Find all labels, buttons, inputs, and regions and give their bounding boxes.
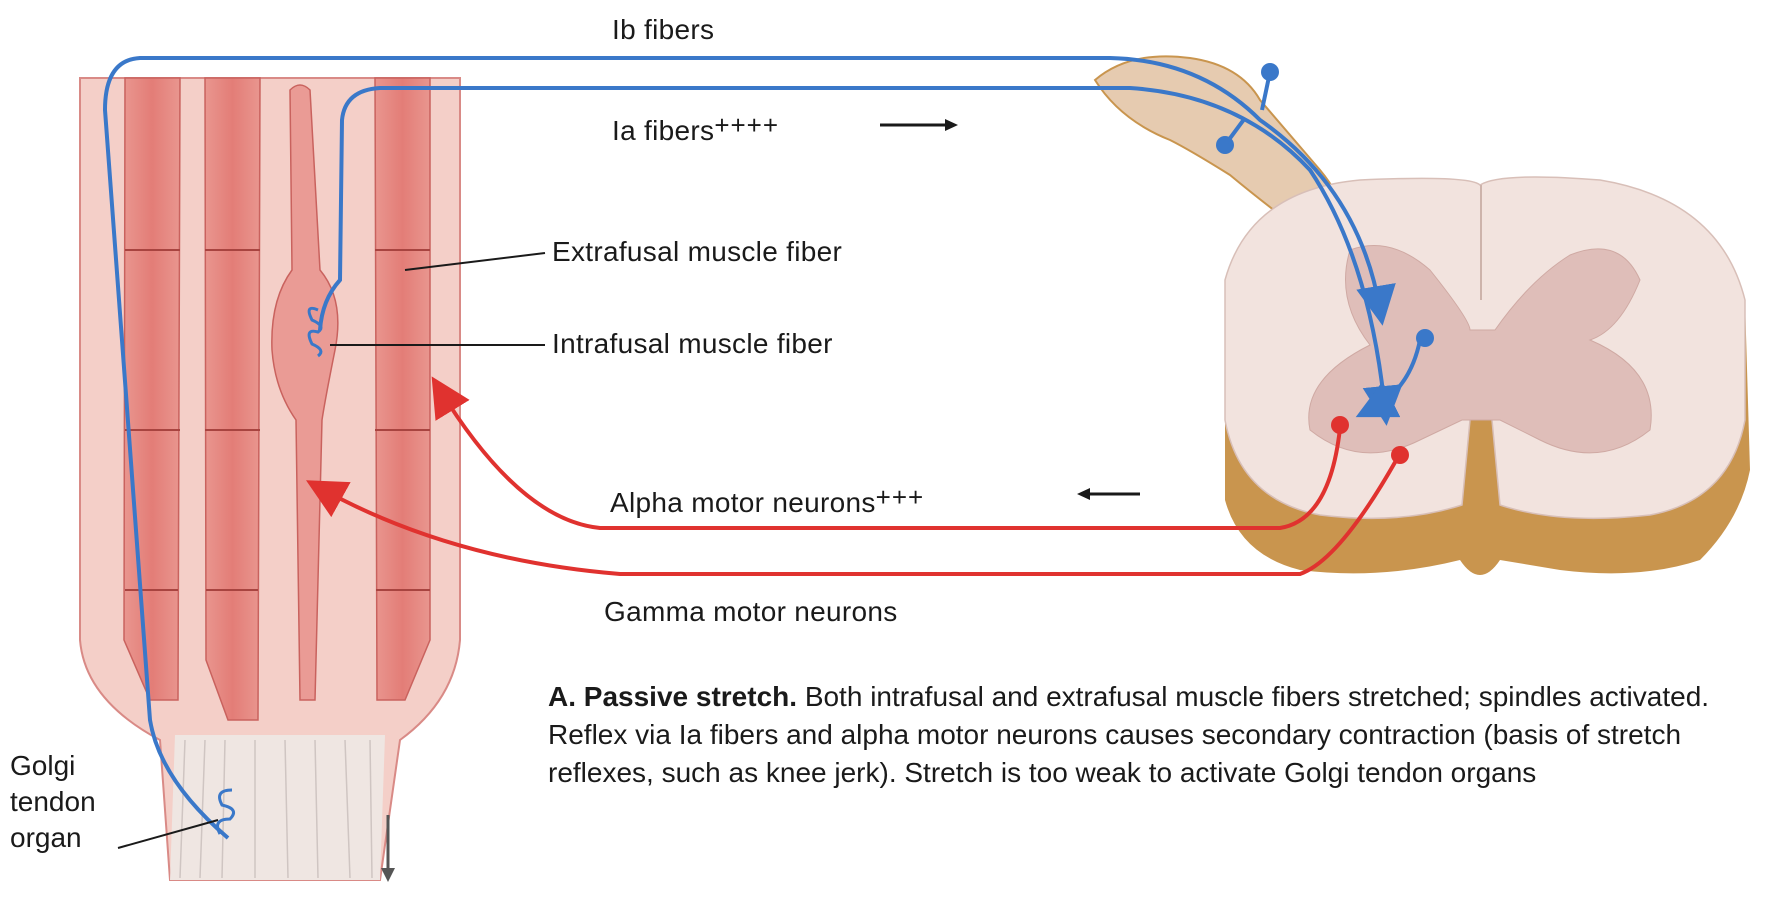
extrafusal-leader — [404, 252, 546, 271]
alpha-motor-neuron-path — [431, 376, 1342, 530]
golgi-label: Golgi tendon organ — [10, 748, 96, 856]
spindle-coil — [307, 306, 323, 358]
intrafusal-fiber — [271, 84, 339, 701]
alpha-marks: +++ — [875, 482, 925, 512]
golgi-line1: Golgi — [10, 750, 76, 781]
left-arrow-icon — [1077, 488, 1140, 500]
ia-collateral — [1355, 339, 1422, 418]
alpha-text: Alpha motor neurons — [610, 487, 876, 518]
right-arrow-icon — [880, 119, 958, 131]
ia-fiber-path — [318, 86, 1403, 426]
gamma-motor-neuron-path — [306, 456, 1400, 576]
golgi-line3: organ — [10, 822, 82, 853]
caption-heading: A. Passive stretch. — [548, 681, 798, 712]
golgi-line2: tendon — [10, 786, 96, 817]
ib-fibers-label: Ib fibers — [612, 14, 715, 45]
down-arrow-icon — [381, 815, 395, 882]
ia-fibers-label: Ia fibers++++ — [612, 112, 779, 145]
golgi-coil — [216, 788, 236, 835]
ia-marks: ++++ — [714, 110, 780, 140]
alpha-label: Alpha motor neurons+++ — [610, 484, 924, 517]
muscle — [79, 77, 461, 881]
gamma-label: Gamma motor neurons — [604, 596, 898, 627]
caption: A. Passive stretch. Both intrafusal and … — [548, 678, 1738, 792]
golgi-leader — [117, 819, 219, 849]
ib-fiber-path — [102, 56, 1396, 840]
afferent-cell-bodies — [1216, 63, 1434, 347]
extrafusal-label: Extrafusal muscle fiber — [552, 236, 843, 267]
spinal-cord — [1093, 55, 1750, 575]
caption-text: Both intrafusal and extrafusal muscle fi… — [548, 681, 1710, 788]
ia-fibers-text: Ia fibers — [612, 115, 715, 146]
intrafusal-label: Intrafusal muscle fiber — [552, 328, 833, 359]
